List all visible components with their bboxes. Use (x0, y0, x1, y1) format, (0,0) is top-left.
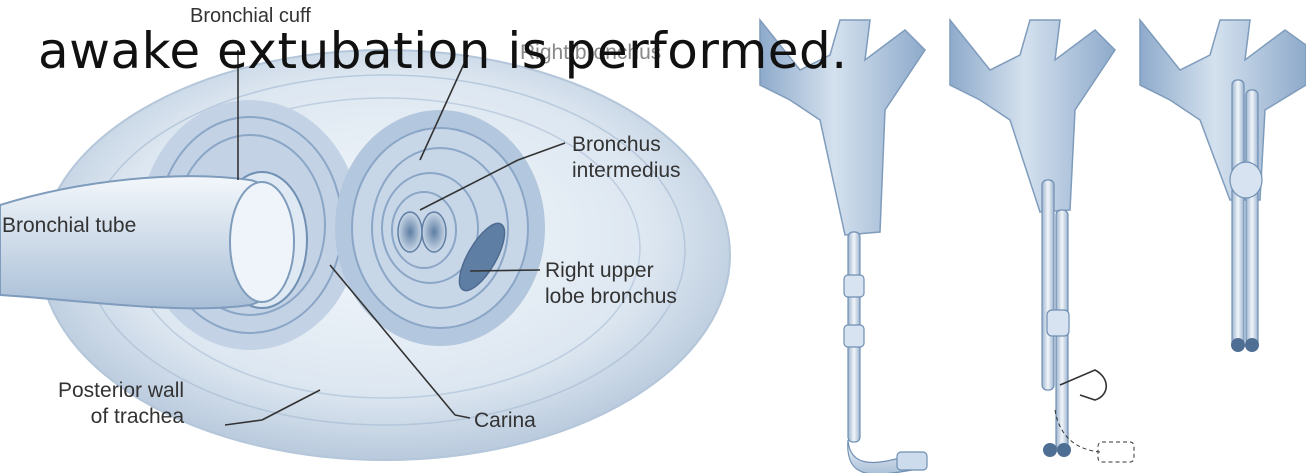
label-right-upper-line-1: Right upper (545, 258, 677, 284)
label-right-upper-line-2: lobe bronchus (545, 284, 677, 310)
label-right-upper-lobe-bronchus: Right upper lobe bronchus (545, 258, 677, 311)
panel-3-airway (1140, 20, 1306, 352)
label-bronchial-tube: Bronchial tube (2, 213, 136, 239)
label-bronchus-intermedius-line-2: intermedius (572, 158, 681, 184)
label-bronchus-intermedius-line-1: Bronchus (572, 132, 681, 158)
bronchus-intermedius-opening-1 (398, 212, 422, 252)
label-carina: Carina (474, 408, 536, 434)
panel-2-airway (950, 20, 1134, 462)
panel-1-airway (760, 20, 927, 473)
label-posterior-line-2: of trachea (58, 404, 184, 430)
slide-heading: awake extubation is performed. (38, 26, 848, 76)
tube-placement-panels (760, 20, 1306, 473)
bronchus-intermedius-opening-2 (422, 212, 446, 252)
label-bronchus-intermedius: Bronchus intermedius (572, 132, 681, 185)
label-posterior-line-1: Posterior wall (58, 378, 184, 404)
right-bronchus (335, 110, 545, 346)
label-posterior-wall: Posterior wall of trachea (58, 378, 184, 431)
